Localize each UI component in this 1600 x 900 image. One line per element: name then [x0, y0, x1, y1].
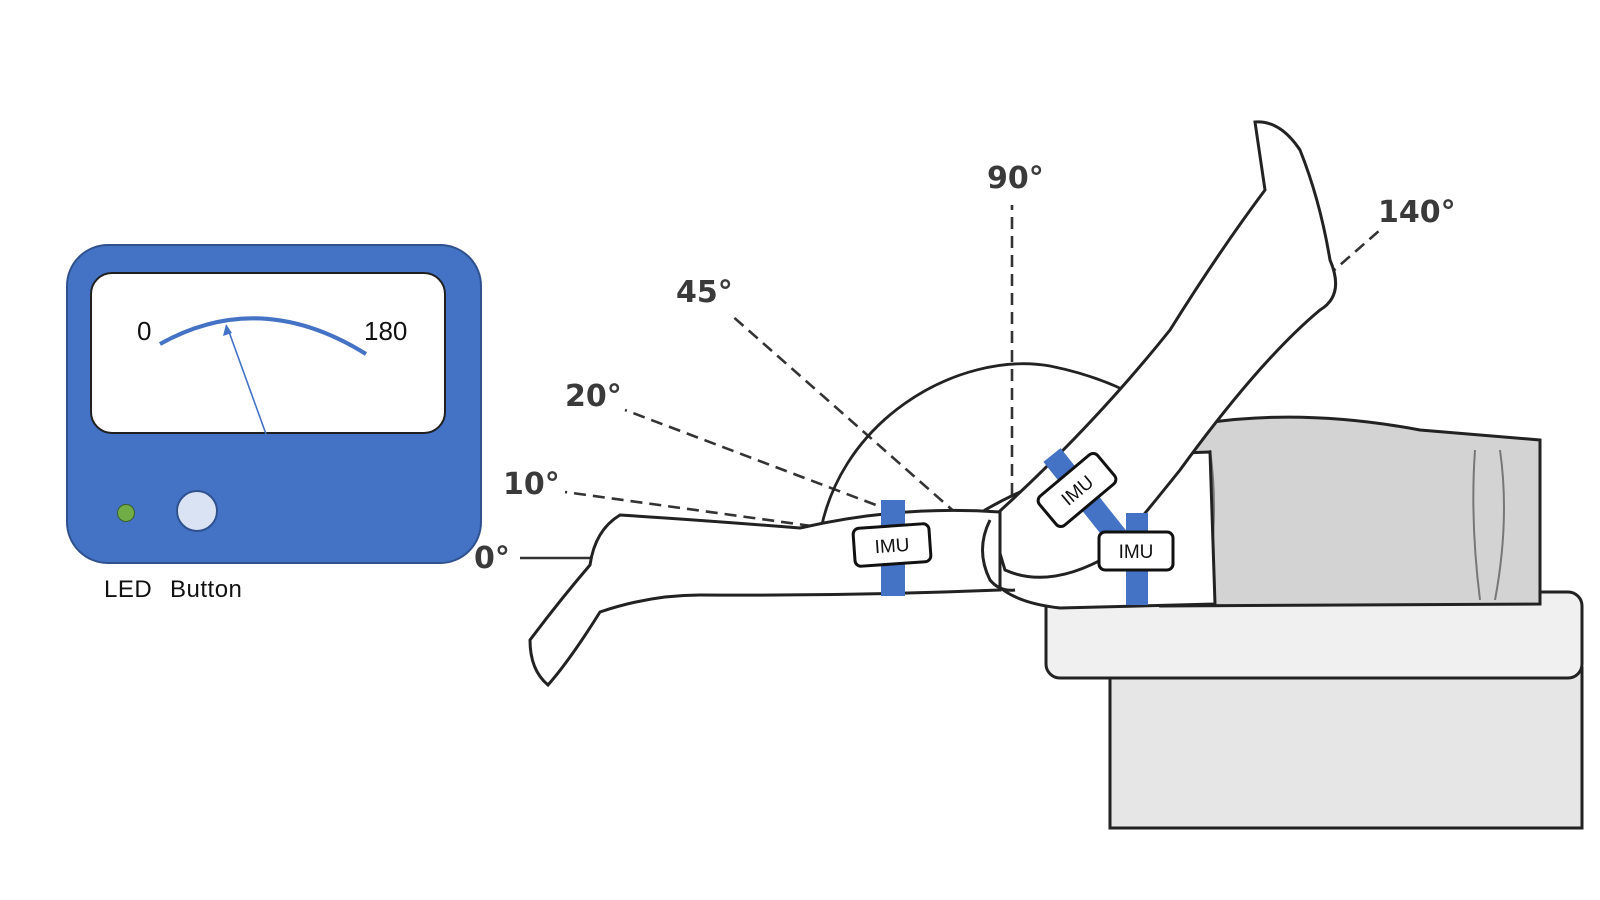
needle-arrowhead — [223, 324, 232, 336]
exam-table-base — [1108, 666, 1584, 830]
imu-sensor-shin: IMU — [851, 500, 933, 596]
imu-label: IMU — [1119, 542, 1154, 563]
imu-label: IMU — [874, 535, 910, 558]
line-10deg — [564, 490, 1001, 554]
dial-gauge — [159, 316, 368, 435]
imu-sensor-thigh: IMU — [1097, 513, 1175, 605]
device-button[interactable] — [176, 490, 218, 532]
led-caption: LED — [104, 576, 153, 603]
angle-label-140: 140° — [1378, 195, 1456, 230]
imu-box — [1097, 530, 1175, 572]
scale-max-label: 180 — [364, 316, 408, 346]
dial-needle — [227, 328, 267, 435]
dial-display: 0 180 — [90, 272, 446, 435]
goniometer-device: 0 180 — [66, 244, 482, 564]
scale-min-label: 0 — [137, 316, 152, 346]
angle-label-0: 0° — [474, 541, 510, 576]
led-indicator — [117, 504, 135, 522]
knee-outline — [981, 519, 1016, 592]
button-caption: Button — [170, 576, 243, 603]
angle-label-90: 90° — [987, 161, 1044, 196]
dial-arc — [159, 316, 368, 356]
imu-sensor-flexed: IMU — [1036, 448, 1127, 545]
angle-label-45: 45° — [676, 275, 733, 310]
imu-box — [1036, 451, 1118, 529]
angle-label-20: 20° — [565, 379, 622, 414]
angle-label-10: 10° — [503, 467, 560, 502]
imu-box — [851, 522, 933, 568]
